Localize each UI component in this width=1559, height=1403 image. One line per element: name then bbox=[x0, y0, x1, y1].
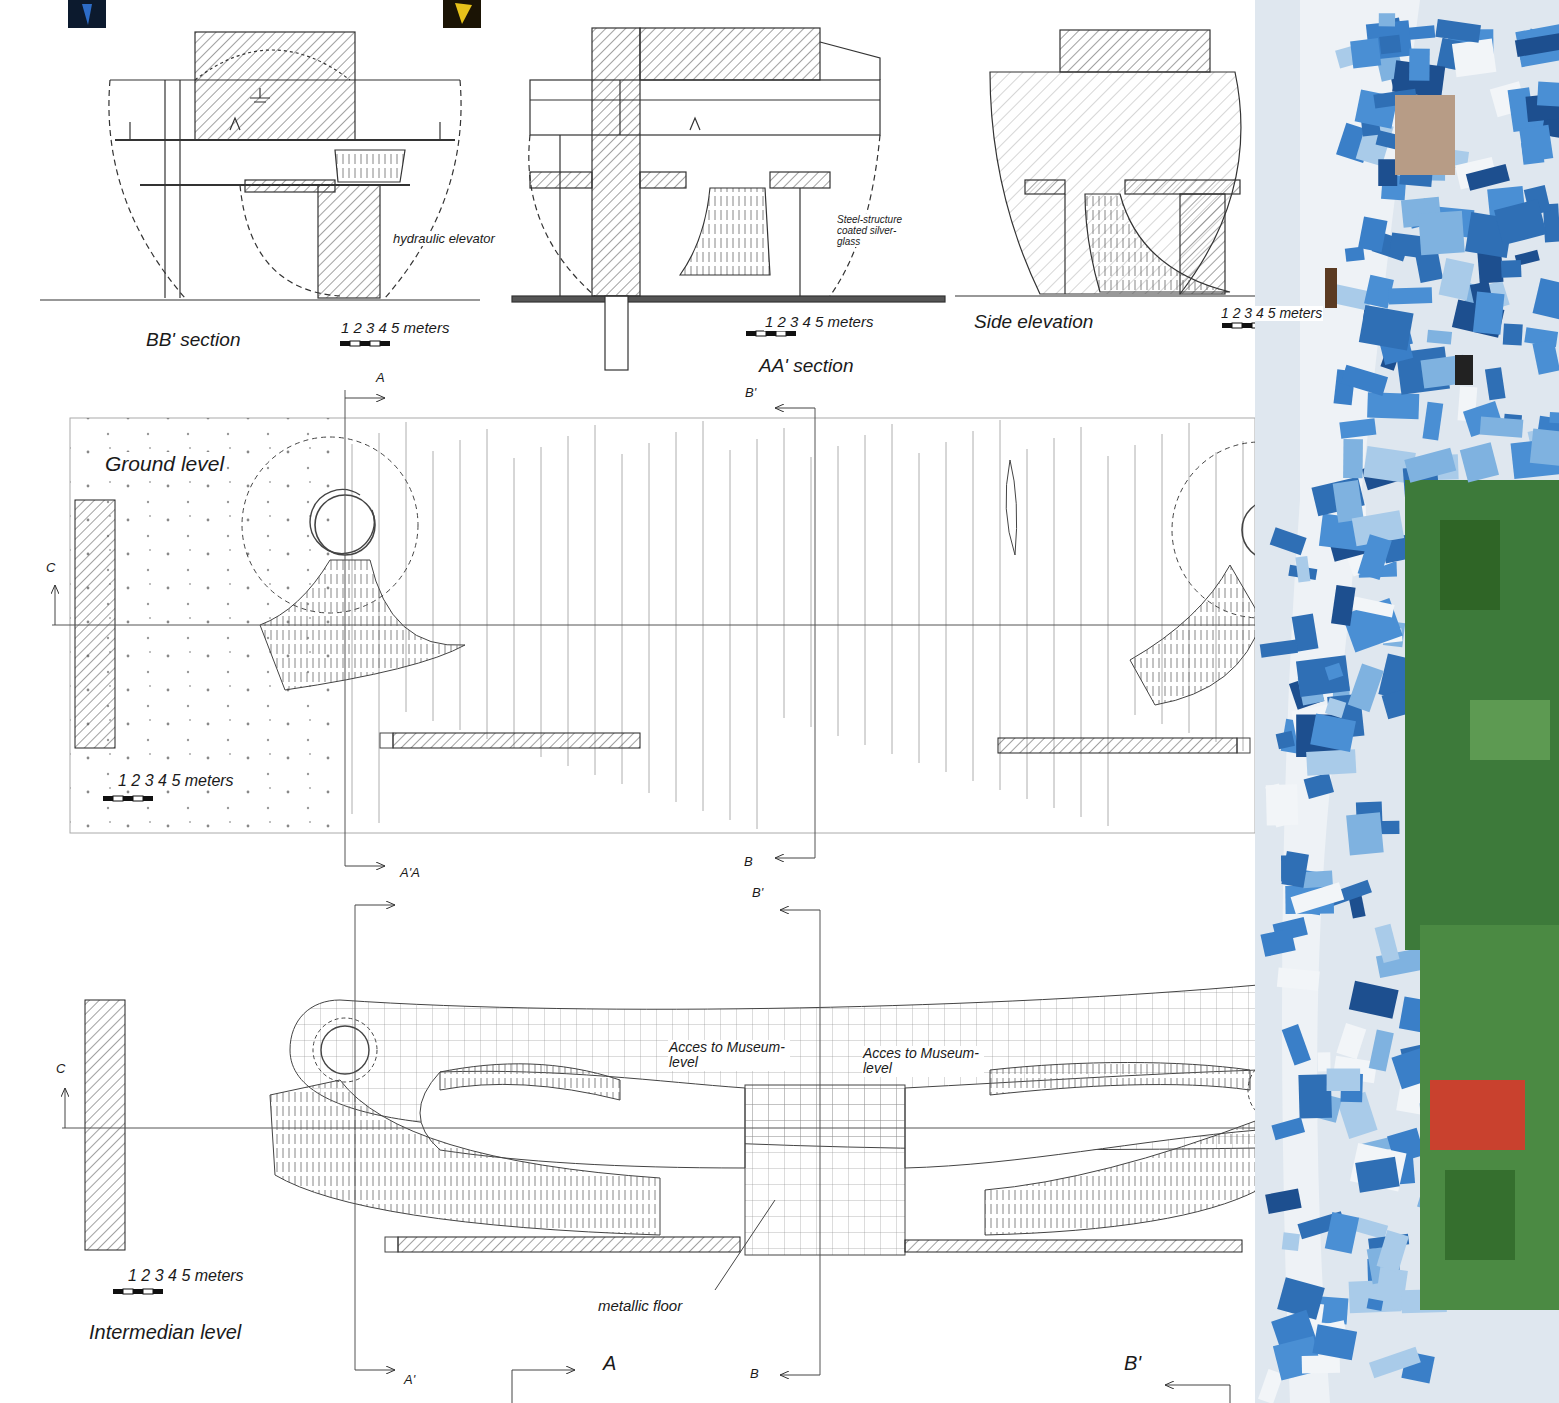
drawing-label: BB' section bbox=[145, 330, 241, 351]
drawing-label: B bbox=[749, 1367, 760, 1381]
drawing-label: Acces to Museum-level bbox=[668, 1040, 790, 1071]
drawing-label: Acces to Museum-level bbox=[862, 1046, 984, 1077]
drawing-label: B' bbox=[751, 886, 764, 900]
drawing-label: metallic floor bbox=[597, 1298, 683, 1315]
drawing-label: 1 2 3 4 5 meters bbox=[117, 772, 235, 790]
drawing-label: 1 2 3 4 5 meters bbox=[764, 314, 874, 331]
drawing-label: A' bbox=[403, 1373, 416, 1387]
drawing-label: Steel-structure coated silver-glass bbox=[836, 214, 916, 247]
drawing-label: A bbox=[602, 1352, 617, 1374]
drawing-label: C bbox=[45, 561, 56, 575]
drawing-label: A bbox=[375, 371, 386, 385]
drawing-label: 1 2 3 4 5 meters bbox=[127, 1267, 245, 1285]
drawing-label: A'A bbox=[399, 866, 421, 880]
drawing-label: hydraulic elevator bbox=[392, 232, 496, 246]
drawing-label: C bbox=[55, 1062, 66, 1076]
drawing-label: Side elevation bbox=[973, 312, 1094, 333]
drawing-label: 1 2 3 4 5 meters bbox=[1220, 306, 1323, 321]
drawing-label: 1 2 3 4 5 meters bbox=[340, 320, 450, 337]
drawing-label: Intermedian level bbox=[88, 1321, 242, 1343]
drawing-label: B' bbox=[1123, 1352, 1142, 1374]
drawing-label: B bbox=[743, 855, 754, 869]
drawing-label: AA' section bbox=[758, 356, 854, 377]
drawing-label: B' bbox=[744, 386, 757, 400]
drawing-label: Ground level bbox=[104, 452, 225, 475]
